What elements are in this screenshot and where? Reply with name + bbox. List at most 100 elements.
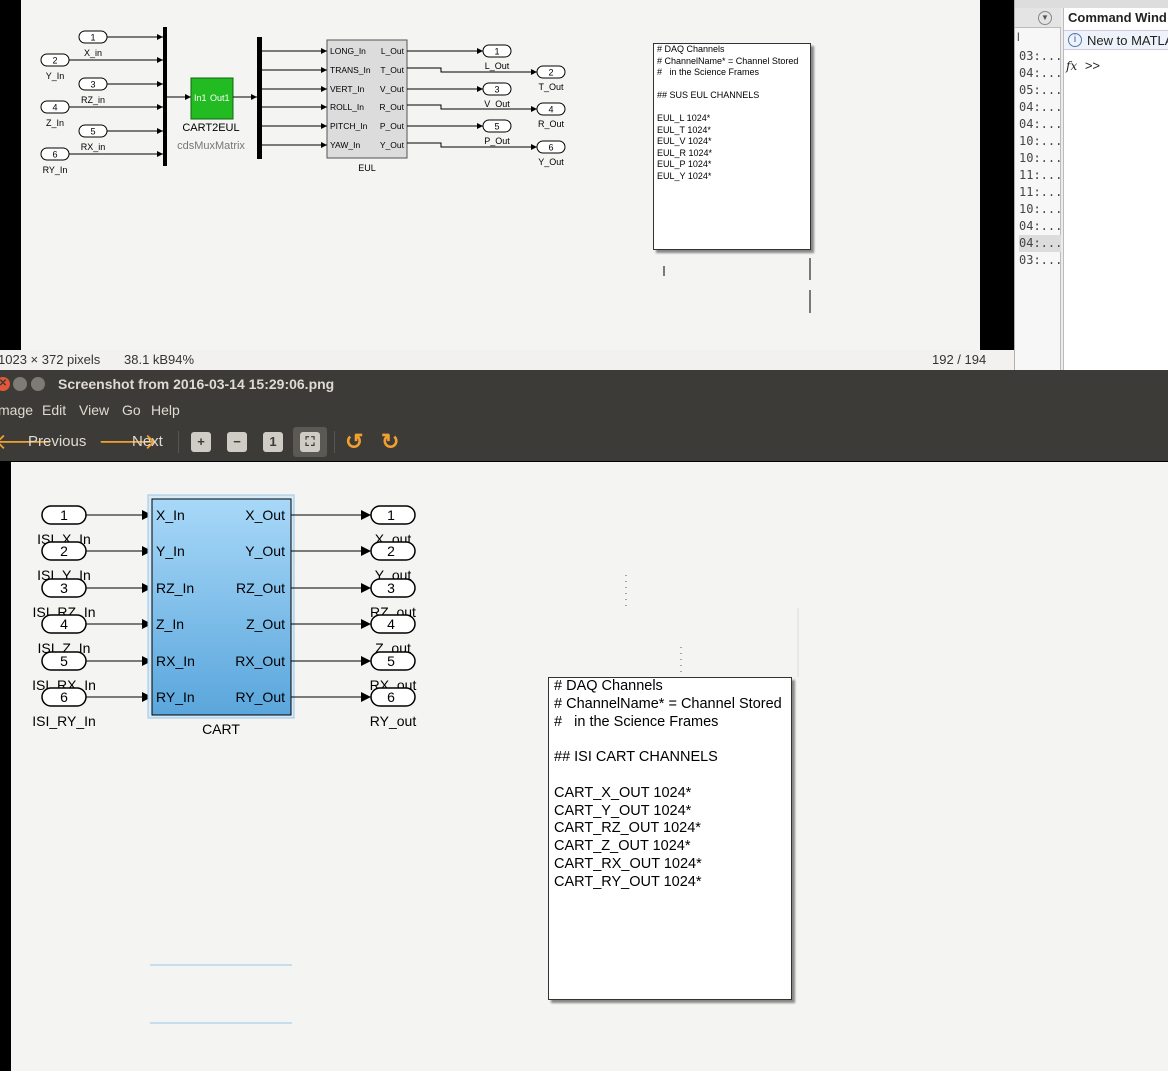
zoom-normal-icon[interactable]: 1 (263, 432, 283, 452)
fx-icon: fx (1066, 59, 1078, 73)
signal-line (407, 67, 537, 73)
outport-oval (370, 541, 416, 561)
history-entry[interactable]: 04:... (1019, 66, 1063, 80)
menu-edit[interactable]: Edit (42, 402, 67, 418)
inport-number: 3 (60, 580, 68, 596)
command-prompt[interactable]: fx >> (1066, 58, 1100, 73)
eul-input-label: YAW_In (330, 140, 361, 150)
window-titlebar[interactable]: ✕ Screenshot from 2016-03-14 15:29:06.pn… (0, 370, 1168, 398)
arrow-head (157, 104, 163, 110)
inport-number: 5 (90, 127, 95, 137)
command-window[interactable]: Command Wind i New to MATLA fx >> (1063, 8, 1168, 370)
history-entry[interactable]: 03:... (1019, 253, 1063, 267)
arrow-head (361, 583, 371, 593)
arrow-head (142, 546, 152, 556)
menu-bar: mage Edit View Go Help (0, 398, 1168, 423)
cart2eul-block (190, 77, 234, 120)
arrow-head (531, 69, 537, 75)
maximize-icon[interactable] (31, 377, 45, 391)
best-fit-icon[interactable]: ⛶ (300, 432, 320, 452)
menu-go[interactable]: Go (122, 402, 141, 418)
demux-bar (257, 37, 262, 159)
note-line: EUL_T 1024* (657, 124, 711, 135)
next-arrow-icon[interactable]: 🡒 (98, 429, 157, 454)
note-line: # DAQ Channels (657, 44, 725, 54)
cart-input-label: Z_In (156, 616, 184, 632)
previous-arrow-icon[interactable]: 🡐 (0, 429, 53, 454)
block-name: EUL (358, 163, 376, 173)
eul-input-label: VERT_In (330, 84, 365, 94)
note-line (657, 79, 807, 91)
mux-bar (163, 27, 167, 166)
inport-number: 2 (60, 543, 68, 559)
zoom-in-icon[interactable]: + (191, 432, 211, 452)
outport-number: 5 (494, 122, 499, 132)
command-history-list[interactable]: 03:...04:...05:...04:...04:...10:...10:.… (1019, 48, 1063, 269)
outport-label: P_Out (484, 136, 510, 146)
chevron-down-icon[interactable]: ▼ (1038, 11, 1052, 25)
arrow-head (142, 583, 152, 593)
history-entry[interactable]: 03:... (1019, 49, 1063, 63)
cart-output-label: Y_Out (245, 543, 285, 559)
history-entry[interactable]: 04:... (1019, 117, 1063, 131)
cart-input-label: X_In (156, 507, 185, 523)
outport-number: 2 (387, 543, 395, 559)
note-line: CART_Z_OUT 1024* (554, 838, 691, 855)
info-text[interactable]: New to MATLA (1087, 33, 1168, 48)
history-entry[interactable]: 04:... (1019, 219, 1063, 233)
next-button[interactable]: Next (132, 433, 163, 450)
history-entry[interactable]: 10:... (1019, 202, 1063, 216)
outport-oval (482, 44, 512, 58)
inport-number: 4 (60, 616, 68, 632)
arrow-head (361, 692, 371, 702)
history-entry[interactable]: 10:... (1019, 134, 1063, 148)
rotate-left-icon[interactable]: ↺ (345, 429, 364, 454)
eul-output-label: T_Out (380, 65, 404, 75)
inport-number: 5 (60, 653, 68, 669)
history-entry[interactable]: 10:... (1019, 151, 1063, 165)
command-window-title[interactable]: Command Wind (1068, 10, 1167, 25)
matlab-panel: ▼ l 03:...04:...05:...04:...04:...10:...… (1014, 0, 1168, 370)
previous-button[interactable]: Previous (28, 433, 87, 450)
block-port-in: In1 (194, 93, 207, 103)
history-entry[interactable]: 11:... (1019, 168, 1063, 182)
outport-number: 6 (387, 689, 395, 705)
outport-oval (370, 687, 416, 707)
arrow-head (477, 48, 483, 54)
cart-input-label: RX_In (156, 653, 195, 669)
main-note-text: # DAQ Channels# ChannelName* = Channel S… (549, 678, 791, 892)
menu-help[interactable]: Help (151, 402, 180, 418)
status-index: 192 / 194 (932, 352, 987, 367)
info-bar[interactable]: i New to MATLA (1064, 30, 1168, 50)
arrow-head (157, 128, 163, 134)
outport-number: 6 (548, 143, 553, 153)
outport-number: 3 (494, 85, 499, 95)
outport-oval (536, 102, 566, 116)
arrow-head (142, 692, 152, 702)
zoom-out-icon[interactable]: − (227, 432, 247, 452)
top-daq-note: # DAQ Channels# ChannelName* = Channel S… (653, 43, 811, 250)
cart-output-label: RY_Out (235, 689, 285, 705)
outport-number: 1 (387, 507, 395, 523)
cart-output-label: Z_Out (246, 616, 285, 632)
menu-view[interactable]: View (79, 402, 110, 418)
history-header[interactable]: ▼ (1015, 8, 1061, 28)
arrow-head (321, 67, 327, 73)
history-entry[interactable]: 04:... (1019, 100, 1063, 114)
note-line: CART_RX_OUT 1024* (554, 855, 702, 872)
signal-line (407, 104, 537, 110)
rotate-right-icon[interactable]: ↻ (381, 429, 400, 454)
arrow-head (157, 81, 163, 87)
cart-output-label: RZ_Out (236, 580, 285, 596)
history-entry[interactable]: 11:... (1019, 185, 1063, 199)
eul-block (326, 39, 408, 159)
history-entry[interactable]: 05:... (1019, 83, 1063, 97)
history-entry[interactable]: 04:... (1019, 235, 1063, 252)
minimize-icon[interactable] (13, 377, 27, 391)
close-icon[interactable]: ✕ (0, 377, 10, 391)
block-name: CART2EUL (182, 122, 239, 134)
arrow-head (477, 123, 483, 129)
note-line: EUL_R 1024* (657, 147, 713, 158)
menu-image[interactable]: mage (0, 402, 34, 418)
